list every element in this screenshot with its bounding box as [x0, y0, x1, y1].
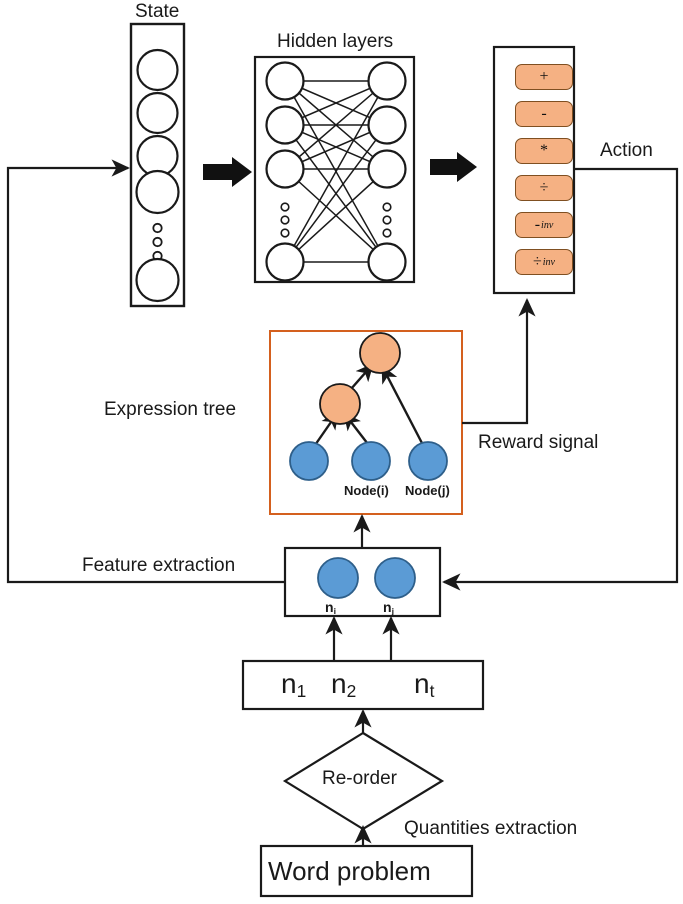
- tree-operand-node: [408, 441, 448, 481]
- feature-extraction-box: [283, 546, 442, 618]
- feature-node: [317, 557, 359, 599]
- action-operator-multiply[interactable]: *: [515, 138, 573, 164]
- hidden-node: [265, 61, 305, 101]
- feature-node-base: n: [383, 599, 392, 615]
- quantities-box: [241, 659, 485, 711]
- action-operator-minus-inv[interactable]: -inv: [515, 212, 573, 238]
- hidden-ellipsis-dot: [382, 215, 392, 225]
- state-box: [129, 22, 186, 308]
- action-operator-divide-inv[interactable]: ÷inv: [515, 249, 573, 275]
- feedback-loop-left: [6, 159, 285, 584]
- tree-leaf-label-j: Node(j): [405, 483, 450, 498]
- quantity-item-t: nt: [414, 670, 434, 700]
- state-node: [136, 91, 179, 135]
- operator-symbol: +: [539, 68, 549, 85]
- block-arrow-state-to-hidden: [203, 157, 252, 187]
- tree-operator-node: [319, 383, 361, 425]
- reward-signal-path: [462, 298, 536, 425]
- feedback-loop-right: [442, 167, 679, 591]
- hidden-layers-label: Hidden layers: [277, 31, 394, 52]
- hidden-node: [367, 242, 407, 282]
- feature-node-base: n: [325, 599, 334, 615]
- operator-symbol: ÷: [539, 179, 549, 196]
- tree-operator-node: [359, 332, 401, 374]
- word-problem-label: Word problem: [268, 856, 431, 886]
- state-label: State: [135, 1, 180, 22]
- hidden-node: [367, 149, 407, 189]
- hidden-ellipsis-dot: [382, 228, 392, 238]
- feature-node-label-i: ni: [325, 600, 336, 616]
- quantity-item-2: n2: [331, 670, 356, 700]
- hidden-layers-box: [253, 55, 416, 284]
- quantity-sub: 1: [296, 680, 307, 701]
- expression-tree-label: Expression tree: [104, 399, 237, 420]
- reward-signal-label: Reward signal: [478, 432, 599, 453]
- hidden-node: [265, 105, 305, 145]
- operator-subscript: inv: [542, 256, 555, 268]
- state-ellipsis-dot: [152, 222, 163, 234]
- feature-node: [374, 557, 416, 599]
- operator-symbol: ÷: [533, 253, 542, 270]
- state-node: [136, 48, 179, 92]
- expression-tree-box: [269, 330, 463, 515]
- quantity-base: n: [281, 668, 297, 699]
- feature-extraction-label: Feature extraction: [82, 555, 236, 576]
- quantity-sub: 2: [346, 680, 357, 701]
- quantities-extraction-label: Quantities extraction: [404, 818, 578, 839]
- action-label: Action: [600, 140, 653, 161]
- state-ellipsis-dot: [152, 236, 163, 248]
- quantity-base: n: [414, 668, 430, 699]
- state-node: [135, 257, 180, 303]
- feature-node-label-j: nj: [383, 600, 394, 616]
- hidden-ellipsis-dot: [280, 202, 290, 212]
- feature-node-sub: i: [333, 605, 336, 616]
- hidden-ellipsis-dot: [382, 202, 392, 212]
- hidden-node: [265, 149, 305, 189]
- feature-node-sub: j: [391, 605, 394, 616]
- block-arrow-hidden-to-action: [430, 152, 477, 182]
- operator-symbol: -: [534, 216, 541, 233]
- action-operator-divide[interactable]: ÷: [515, 175, 573, 201]
- quantity-item-1: n1: [281, 670, 306, 700]
- tree-edge: [380, 365, 426, 448]
- hidden-node: [367, 61, 407, 101]
- tree-leaf-label-i: Node(i): [344, 483, 389, 498]
- reorder-label: Re-order: [322, 768, 397, 789]
- operator-symbol: *: [540, 142, 548, 159]
- hidden-ellipsis-dot: [280, 215, 290, 225]
- quantity-sub: t: [429, 680, 435, 701]
- quantity-base: n: [331, 668, 347, 699]
- operator-symbol: -: [541, 105, 547, 122]
- operator-subscript: inv: [541, 219, 554, 231]
- word-problem-box: [259, 844, 474, 898]
- action-operator-minus[interactable]: -: [515, 101, 573, 127]
- hidden-node: [367, 105, 407, 145]
- hidden-ellipsis-dot: [280, 228, 290, 238]
- hidden-node: [265, 242, 305, 282]
- tree-operand-node: [351, 441, 391, 481]
- action-operator-plus[interactable]: +: [515, 64, 573, 90]
- tree-operand-node: [289, 441, 329, 481]
- state-node: [135, 169, 180, 215]
